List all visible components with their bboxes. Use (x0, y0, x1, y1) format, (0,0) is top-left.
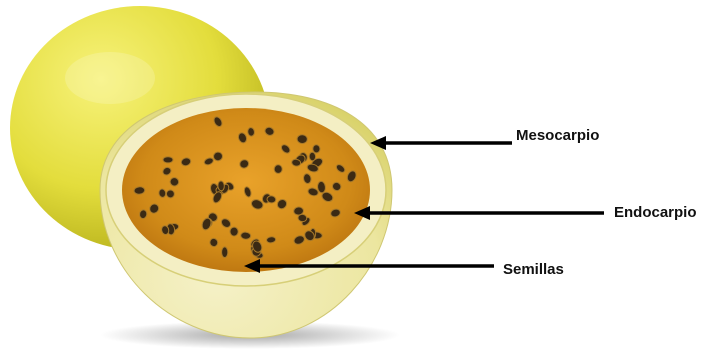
seed (274, 165, 282, 174)
seed (230, 227, 238, 236)
seed (222, 247, 228, 258)
seed (163, 157, 173, 163)
label-endocarpio: Endocarpio (614, 204, 697, 221)
seed (309, 152, 316, 161)
seed (312, 144, 320, 153)
seed (218, 181, 225, 191)
label-semillas: Semillas (503, 261, 564, 278)
seed (297, 134, 308, 143)
label-mesocarpio: Mesocarpio (516, 127, 599, 144)
whole-fruit-highlight (65, 52, 155, 104)
seed (240, 232, 251, 240)
seed (266, 236, 276, 243)
seed (267, 196, 276, 204)
